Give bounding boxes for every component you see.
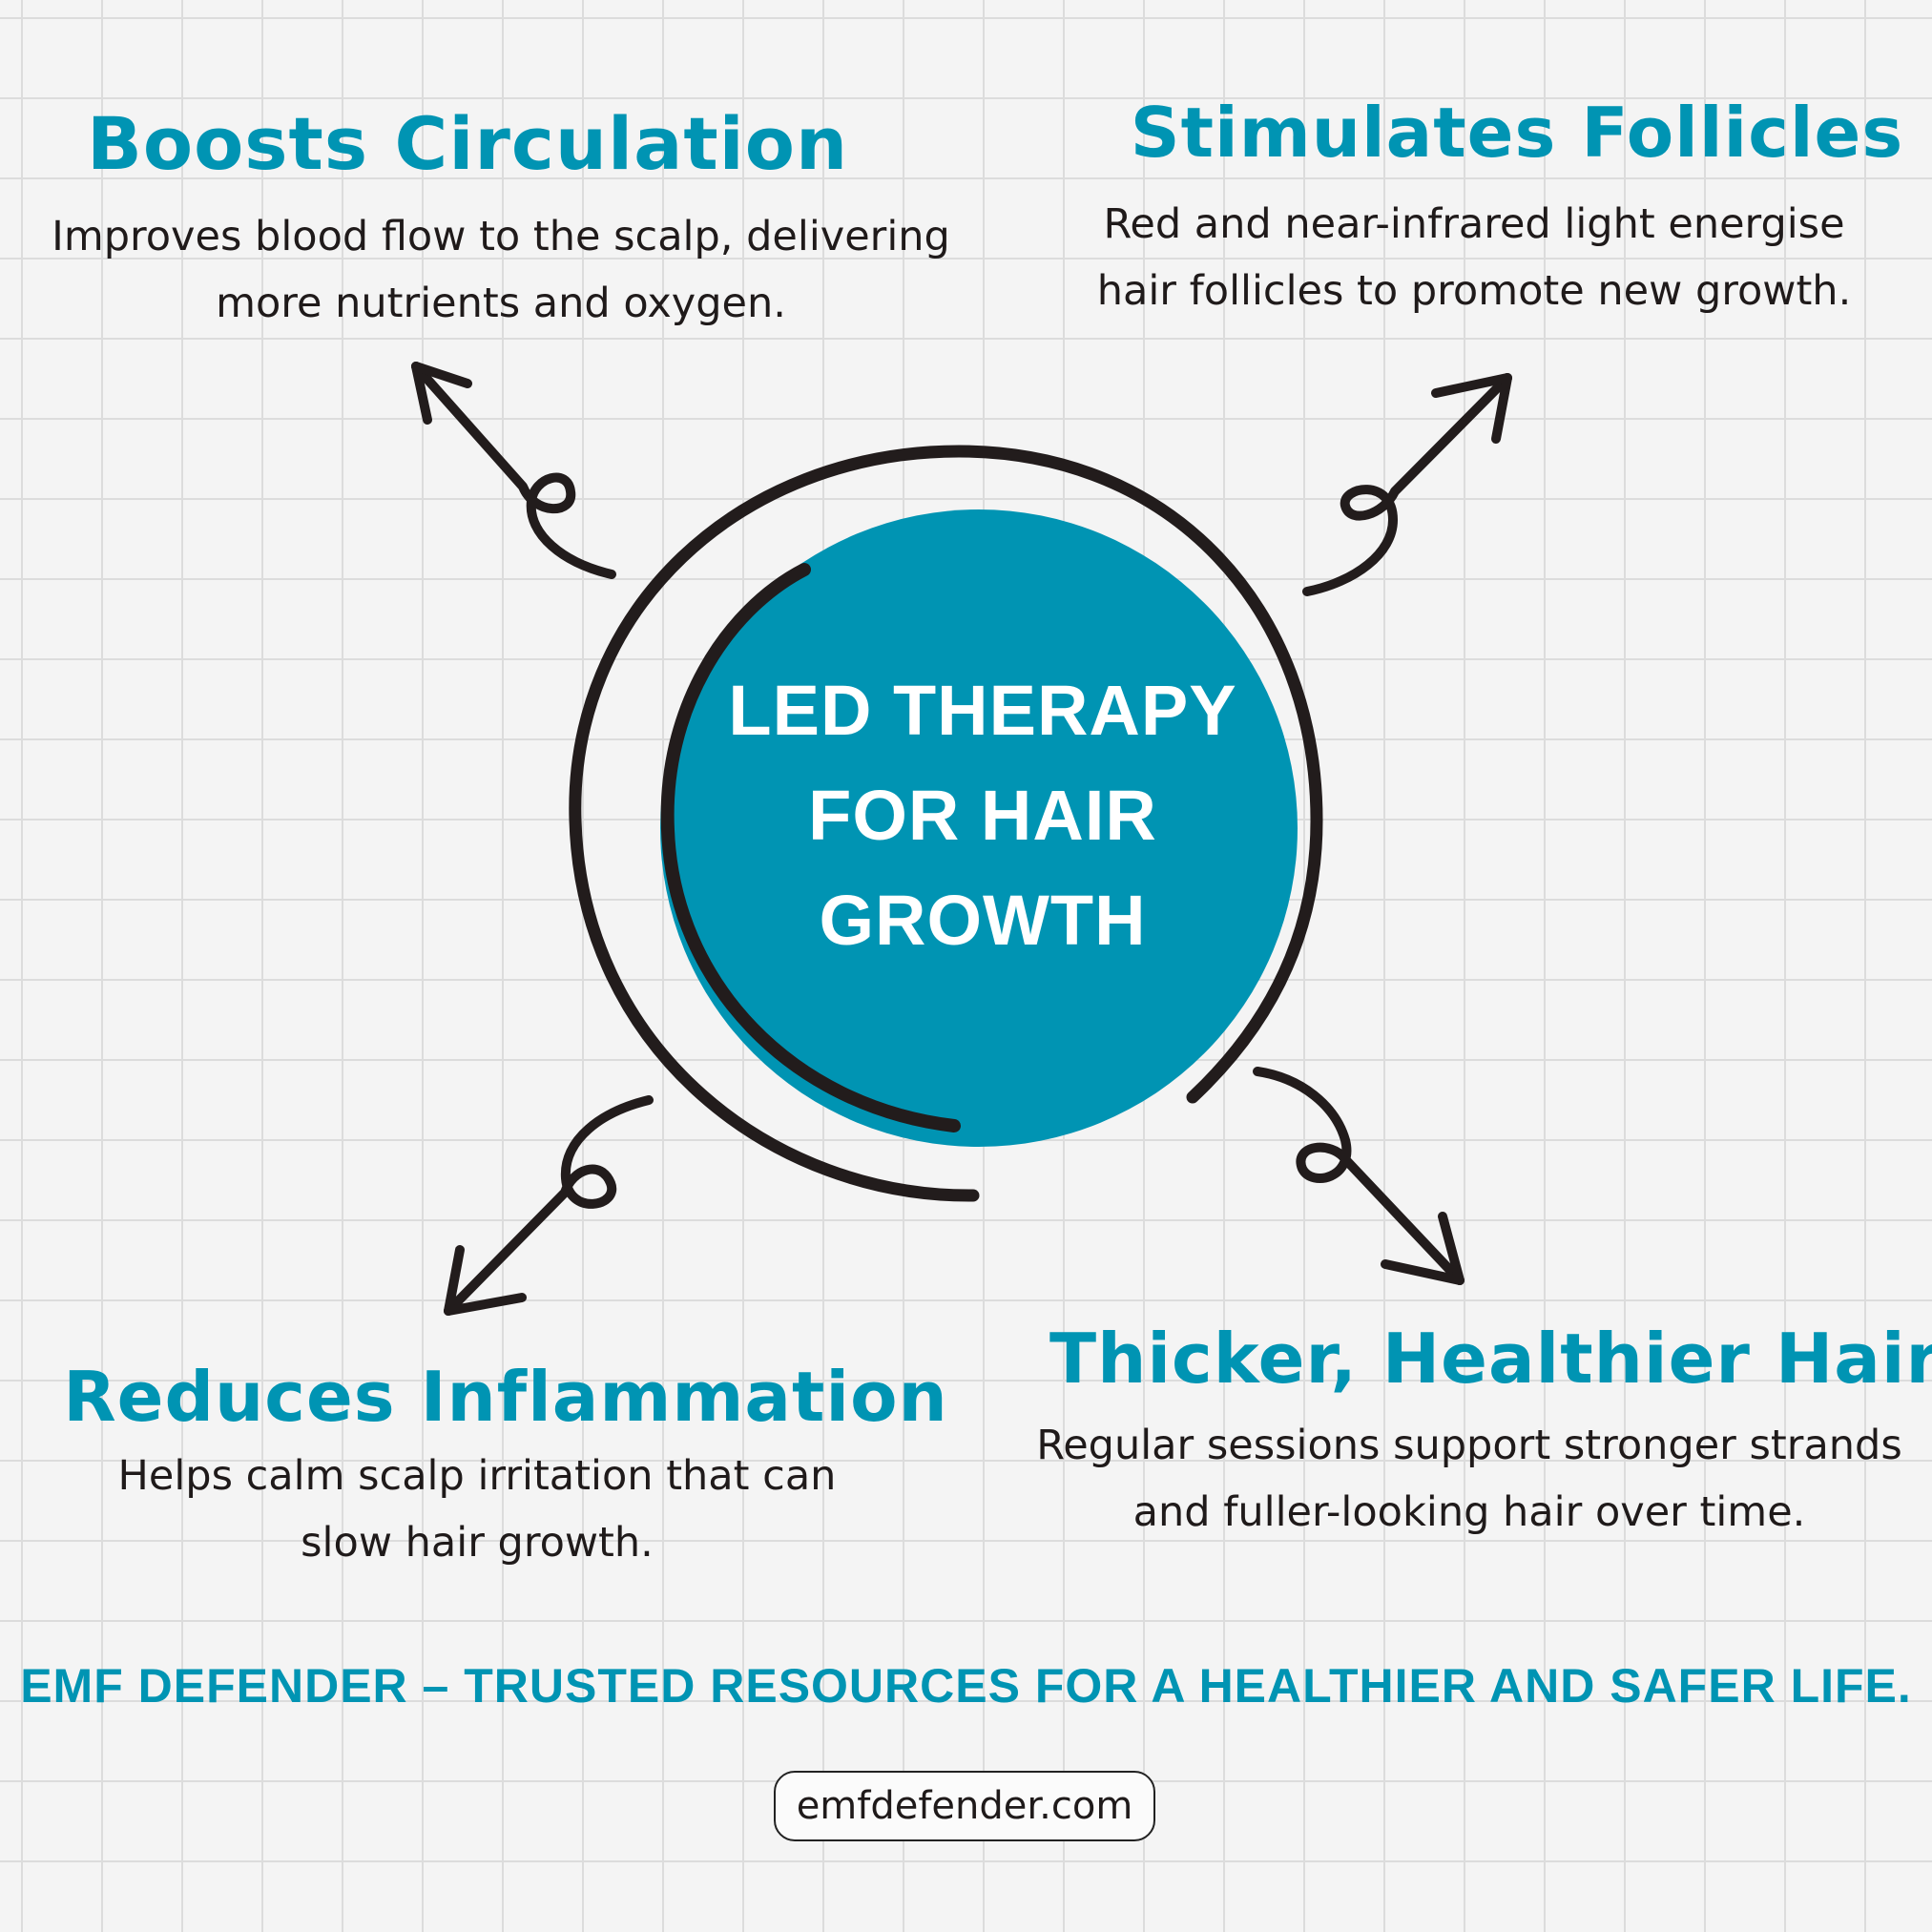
benefit-description-thicker-hair: Regular sessions support stronger strand… bbox=[1036, 1422, 1902, 1536]
center-outer-ring bbox=[569, 445, 1323, 1202]
benefit-description-circulation: Improves blood flow to the scalp, delive… bbox=[52, 213, 950, 327]
center-title: LED THERAPY FOR HAIR GROWTH bbox=[728, 671, 1237, 960]
benefit-title-inflammation: Reduces Inflammation bbox=[63, 1357, 948, 1437]
benefit-description-follicles: Red and near-infrared light energise hai… bbox=[1096, 200, 1852, 315]
benefit-title-circulation: Boosts Circulation bbox=[86, 101, 849, 186]
arrow-top-left-icon bbox=[411, 362, 616, 579]
arrow-top-right-icon bbox=[1302, 373, 1512, 596]
center-inner-stroke bbox=[660, 563, 961, 1132]
arrow-bottom-left-icon bbox=[444, 1095, 654, 1316]
website-link[interactable]: emfdefender.com bbox=[774, 1771, 1155, 1841]
benefit-title-follicles: Stimulates Follicles bbox=[1130, 93, 1904, 173]
arrow-bottom-right-icon bbox=[1253, 1067, 1465, 1285]
benefit-title-thicker-hair: Thicker, Healthier Hair bbox=[1049, 1319, 1932, 1399]
benefit-description-inflammation: Helps calm scalp irritation that can slo… bbox=[117, 1452, 837, 1567]
center-disc bbox=[660, 509, 1298, 1147]
footer-tagline: EMF DEFENDER – TRUSTED RESOURCES FOR A H… bbox=[20, 1659, 1912, 1713]
